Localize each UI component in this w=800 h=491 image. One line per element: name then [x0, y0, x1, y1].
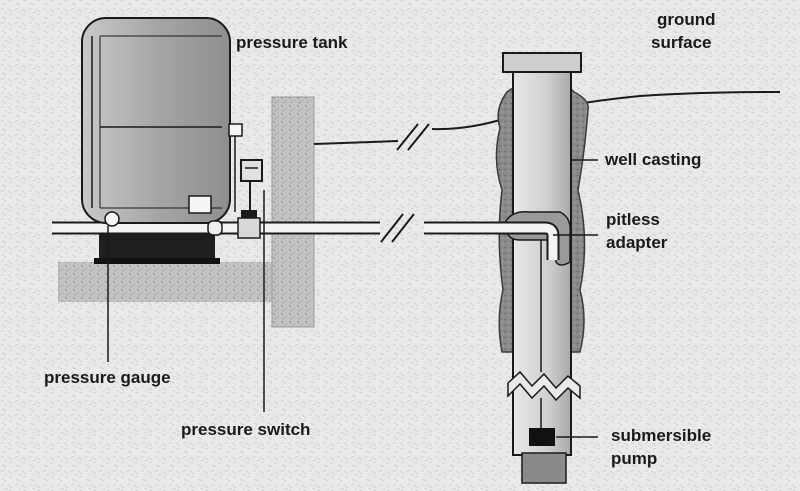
label-adapter: adapter: [606, 233, 668, 252]
union-fitting: [207, 220, 223, 236]
tank-fitting: [188, 195, 212, 214]
pressure-gauge-dial: [104, 211, 120, 227]
label-pressure-gauge: pressure gauge: [44, 368, 171, 387]
label-pressure-tank: pressure tank: [236, 33, 348, 52]
ground-break-mark: [396, 123, 430, 151]
submersible-pump-body: [529, 428, 555, 446]
casing-break-mark: [507, 370, 581, 402]
tank-stand-base: [94, 258, 220, 264]
casing-bottom-screen: [521, 452, 567, 484]
pressure-tank-body: [81, 17, 231, 224]
line-valve-handle: [241, 210, 257, 218]
label-well-casting: well casting: [605, 150, 702, 169]
pipe-break-mark: [380, 213, 415, 243]
label-submersible: submersible: [611, 426, 712, 445]
label-pressure-switch: pressure switch: [181, 420, 311, 439]
grout-left: [495, 86, 514, 353]
line-valve: [237, 217, 261, 239]
label-surface: surface: [651, 33, 712, 52]
foundation-wall: [271, 96, 315, 328]
pressure-switch-box: [240, 159, 263, 182]
floor-slab: [58, 262, 272, 302]
well-cap: [502, 52, 582, 73]
label-pitless: pitless: [606, 210, 660, 229]
grout-right: [569, 86, 589, 353]
label-ground: ground: [657, 10, 716, 29]
tank-valve-box: [228, 123, 243, 137]
label-pump: pump: [611, 449, 658, 468]
